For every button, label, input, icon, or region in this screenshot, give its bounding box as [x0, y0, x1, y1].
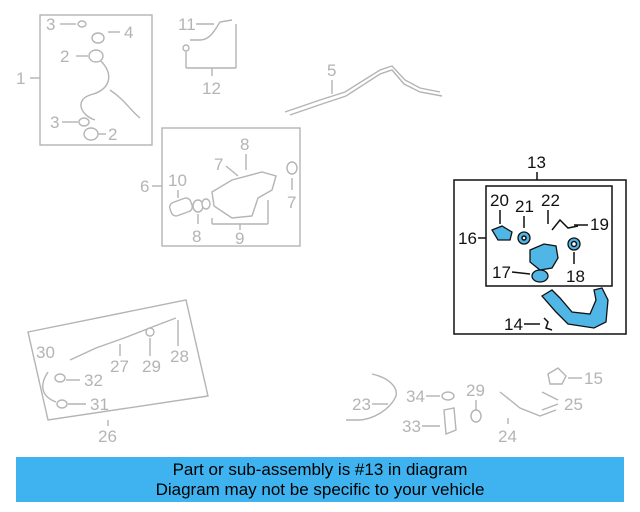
callout-3b: 3	[50, 113, 59, 132]
callout-9: 9	[235, 229, 244, 248]
group-13-highlighted: 13 16 20 21 22 19 18 17 14	[453, 153, 627, 335]
callout-7b: 7	[287, 193, 296, 212]
callout-2a: 2	[60, 47, 69, 66]
callout-12: 12	[202, 79, 221, 98]
callout-22: 22	[541, 191, 560, 210]
callout-4: 4	[124, 23, 133, 42]
callout-8a: 8	[240, 135, 249, 154]
callout-31: 31	[90, 395, 109, 414]
callout-32: 32	[84, 371, 103, 390]
callout-21: 21	[515, 197, 534, 216]
callout-18: 18	[566, 267, 585, 286]
callout-11: 11	[178, 15, 196, 34]
callout-2b: 2	[108, 125, 117, 144]
banner-line-1: Part or sub-assembly is #13 in diagram	[172, 460, 468, 479]
callout-10: 10	[168, 171, 187, 190]
group-6: 6 8 7 7 10 8 9	[140, 127, 301, 248]
callout-27: 27	[110, 357, 129, 376]
callout-7a: 7	[214, 155, 223, 174]
callout-26: 26	[98, 427, 117, 446]
group-1: 1 3 4 2 3 2	[16, 14, 153, 146]
callout-5: 5	[327, 61, 336, 80]
parts-diagram: 1 3 4 2 3 2 11 12 5	[16, 14, 627, 446]
callout-15: 15	[584, 369, 603, 388]
callout-6: 6	[140, 177, 149, 196]
callout-17: 17	[492, 263, 511, 282]
callout-30: 30	[36, 343, 55, 362]
callout-3a: 3	[46, 15, 55, 34]
callout-24: 24	[498, 427, 517, 446]
callout-14: 14	[504, 315, 523, 334]
callout-34: 34	[406, 387, 425, 406]
group-11-12: 11 12	[178, 15, 237, 98]
callout-29a: 29	[142, 357, 161, 376]
sub-assembly-banner: Part or sub-assembly is #13 in diagram D…	[16, 457, 624, 502]
callout-28: 28	[170, 347, 189, 366]
callout-13: 13	[527, 153, 546, 172]
group-26: 26 30 32 27 29 28 31	[27, 299, 209, 446]
callout-16: 16	[458, 229, 477, 248]
callout-19: 19	[590, 215, 609, 234]
callout-20: 20	[490, 191, 509, 210]
callout-29b: 29	[466, 381, 485, 400]
callout-1: 1	[16, 69, 25, 88]
banner-line-2: Diagram may not be specific to your vehi…	[155, 480, 485, 499]
callout-8b: 8	[192, 227, 201, 246]
group-5: 5	[284, 61, 443, 116]
callout-23: 23	[352, 395, 371, 414]
callout-25: 25	[564, 395, 583, 414]
callout-33: 33	[402, 417, 421, 436]
group-lower-right: 23 34 33 29 24 15 25	[346, 367, 603, 446]
